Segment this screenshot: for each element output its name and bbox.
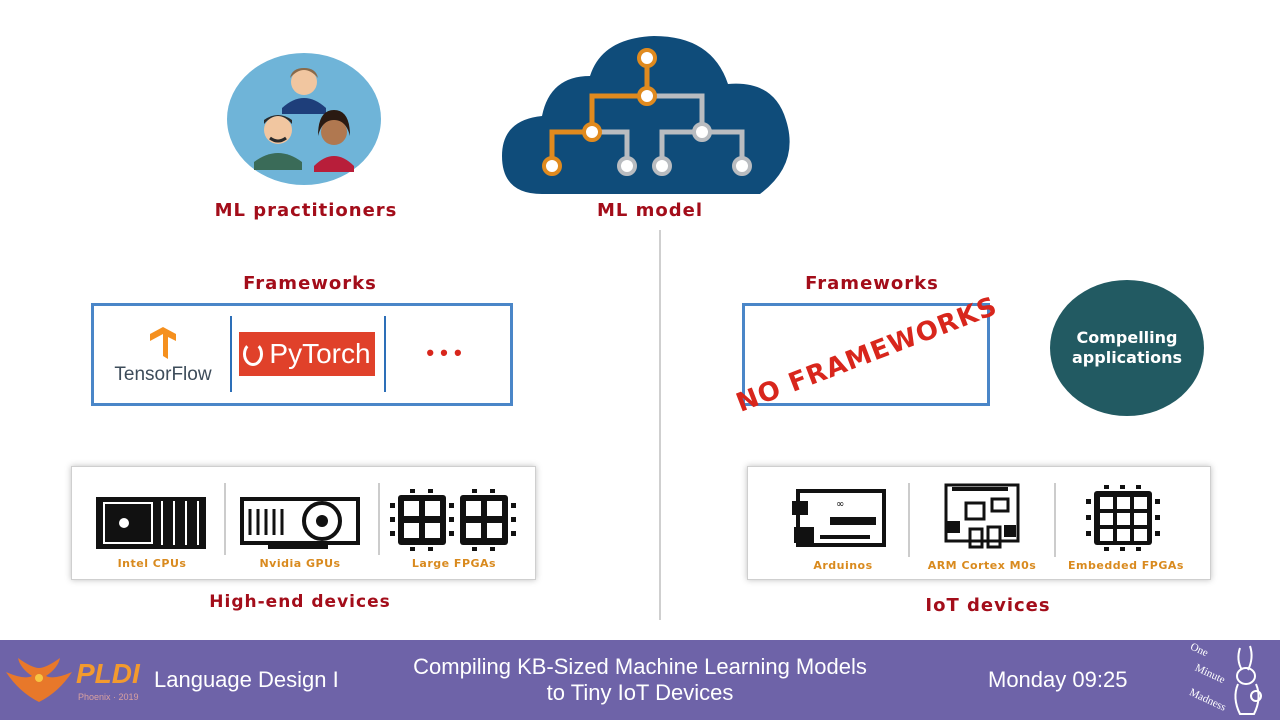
arm-cortex-label: ARM Cortex M0s xyxy=(927,559,1037,572)
one-minute-madness-logo: One Minute Madness xyxy=(1180,640,1280,720)
right-frameworks-box xyxy=(742,303,990,406)
fw-divider xyxy=(384,316,386,392)
talk-title-line-1: Compiling KB-Sized Machine Learning Mode… xyxy=(413,654,867,679)
center-divider xyxy=(659,230,661,620)
compelling-line-2: applications xyxy=(1072,348,1182,367)
pldi-logo-text: PLDI xyxy=(76,658,140,689)
fpga-icon xyxy=(390,489,518,551)
left-frameworks-title: Frameworks xyxy=(243,273,377,294)
gpu-icon xyxy=(238,493,362,553)
omm-rabbit-icon xyxy=(1226,644,1266,716)
talk-title-line-2: to Tiny IoT Devices xyxy=(546,680,734,705)
high-end-devices-box: Intel CPUs Nvidia GPUs xyxy=(71,466,536,580)
embedded-fpgas-label: Embedded FPGAs xyxy=(1068,559,1184,572)
right-frameworks-title: Frameworks xyxy=(805,273,939,294)
left-frameworks-box: TensorFlow PyTorch • • • xyxy=(91,303,513,406)
pldi-phoenix-logo-icon xyxy=(4,658,74,706)
device-divider xyxy=(224,483,226,555)
session-name: Language Design I xyxy=(154,667,339,692)
arduino-icon: ∞ xyxy=(790,487,888,551)
device-divider xyxy=(378,483,380,555)
talk-time: Monday 09:25 xyxy=(988,667,1128,692)
pytorch-label: PyTorch xyxy=(269,338,371,369)
omm-line-1: One xyxy=(1188,640,1211,660)
cpu-icon xyxy=(94,495,208,551)
large-fpgas-label: Large FPGAs xyxy=(411,557,497,570)
compelling-line-1: Compelling xyxy=(1076,328,1178,347)
pytorch-flame-icon xyxy=(243,342,264,366)
iot-devices-title: IoT devices xyxy=(925,595,1051,616)
more-frameworks-ellipsis: • • • xyxy=(426,340,462,365)
iot-devices-box: ∞ Arduinos ARM Cortex M0s xyxy=(747,466,1211,580)
ml-model-cloud-icon xyxy=(502,36,798,196)
intel-cpus-label: Intel CPUs xyxy=(117,557,187,570)
device-divider xyxy=(908,483,910,557)
ml-practitioners-label: ML practitioners xyxy=(214,200,398,221)
omm-line-3: Madness xyxy=(1187,686,1228,714)
fpga-chip-icon xyxy=(1086,485,1160,551)
tensorflow-logo-icon xyxy=(146,326,180,360)
raspberry-board-icon xyxy=(942,481,1022,553)
device-divider xyxy=(1054,483,1056,557)
fw-divider xyxy=(230,316,232,392)
nvidia-gpus-label: Nvidia GPUs xyxy=(259,557,341,570)
arduinos-label: Arduinos xyxy=(813,559,873,572)
tensorflow-label: TensorFlow xyxy=(114,364,212,385)
practitioners-avatar xyxy=(226,52,382,186)
omm-line-2: Minute xyxy=(1192,661,1227,687)
pldi-logo-subtext: Phoenix · 2019 xyxy=(78,692,139,702)
pytorch-logo: PyTorch xyxy=(239,332,375,376)
ml-model-label: ML model xyxy=(596,200,704,221)
compelling-applications-badge: Compelling applications xyxy=(1050,280,1204,416)
svg-text:∞: ∞ xyxy=(836,499,844,510)
high-end-devices-title: High-end devices xyxy=(209,592,391,612)
footer-bar: PLDI Phoenix · 2019 Language Design I Co… xyxy=(0,640,1280,720)
